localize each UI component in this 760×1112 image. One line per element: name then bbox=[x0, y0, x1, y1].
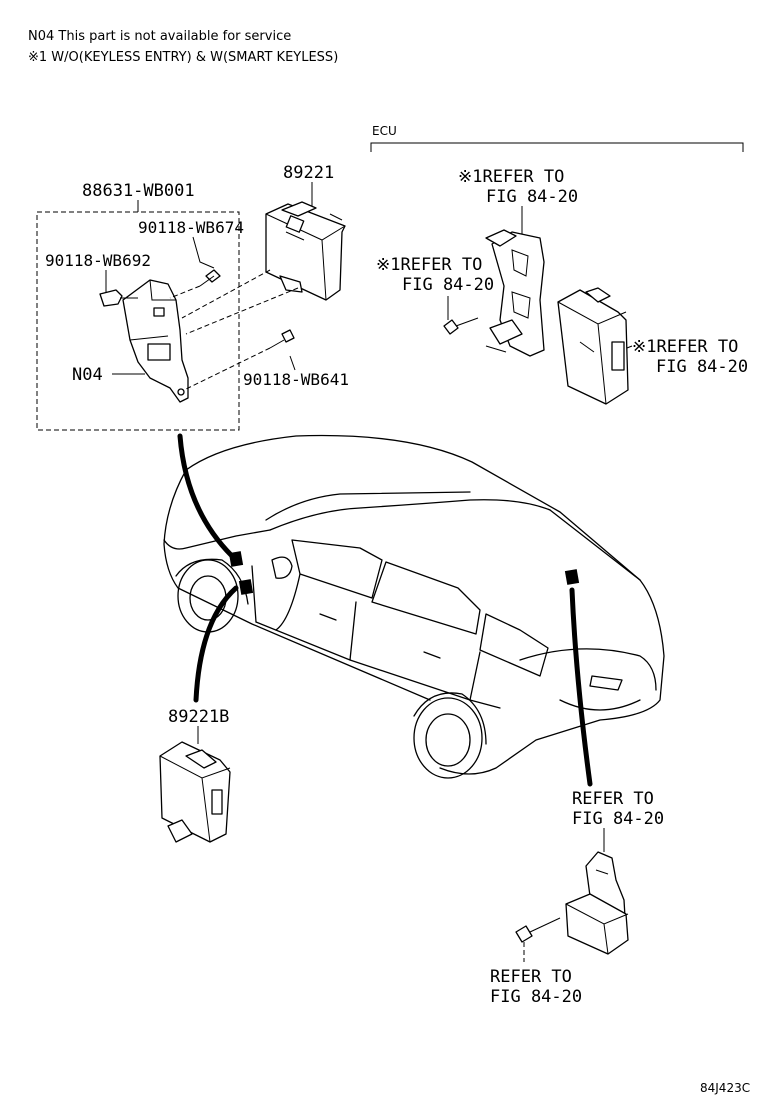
label-90118-641: 90118-WB641 bbox=[243, 370, 349, 389]
bolt-icon bbox=[443, 317, 479, 335]
label-89221b: 89221B bbox=[168, 707, 229, 727]
label-ref-bot-a: REFER TO bbox=[490, 967, 572, 987]
note-keyless: ※1 W/O(KEYLESS ENTRY) & W(SMART KEYLESS) bbox=[28, 50, 338, 65]
ecu-module-icon bbox=[265, 201, 346, 301]
label-89221: 89221 bbox=[283, 163, 334, 183]
vehicle-icon bbox=[163, 434, 665, 779]
ecu-module-icon bbox=[565, 851, 629, 955]
note-service: N04 This part is not available for servi… bbox=[28, 29, 291, 44]
label-ref-mid-a: ※1REFER TO bbox=[376, 255, 482, 275]
bracket-icon bbox=[485, 229, 545, 357]
leader-to-left-module bbox=[177, 433, 235, 559]
label-n04: N04 bbox=[72, 365, 103, 385]
diagram-code: 84J423C bbox=[700, 1081, 750, 1095]
label-ref-rear-a: REFER TO bbox=[572, 789, 654, 809]
label-ref-top-b: FIG 84-20 bbox=[486, 187, 578, 207]
bolt-icon bbox=[183, 329, 295, 391]
label-90118-674: 90118-WB674 bbox=[138, 218, 244, 237]
label-ref-top-a: ※1REFER TO bbox=[458, 167, 564, 187]
label-ref-mid-b: FIG 84-20 bbox=[402, 275, 494, 295]
bolt-icon bbox=[515, 917, 561, 962]
leader-to-rear-unit bbox=[569, 587, 593, 787]
leader-to-89221b bbox=[193, 585, 239, 703]
label-ref-rear-b: FIG 84-20 bbox=[572, 809, 664, 829]
label-ref-right-a: ※1REFER TO bbox=[632, 337, 738, 357]
bolt-icon bbox=[169, 269, 221, 299]
label-ref-right-b: FIG 84-20 bbox=[656, 357, 748, 377]
bracket-icon bbox=[122, 279, 189, 403]
label-ref-bot-b: FIG 84-20 bbox=[490, 987, 582, 1007]
ecu-module-icon bbox=[159, 741, 231, 843]
ecu-bracket: ECU bbox=[370, 124, 744, 152]
ecu-label: ECU bbox=[372, 124, 397, 138]
clip-icon bbox=[99, 289, 138, 307]
ecu-module-icon bbox=[557, 287, 629, 405]
label-88631: 88631-WB001 bbox=[82, 181, 195, 201]
label-90118-692: 90118-WB692 bbox=[45, 251, 151, 270]
